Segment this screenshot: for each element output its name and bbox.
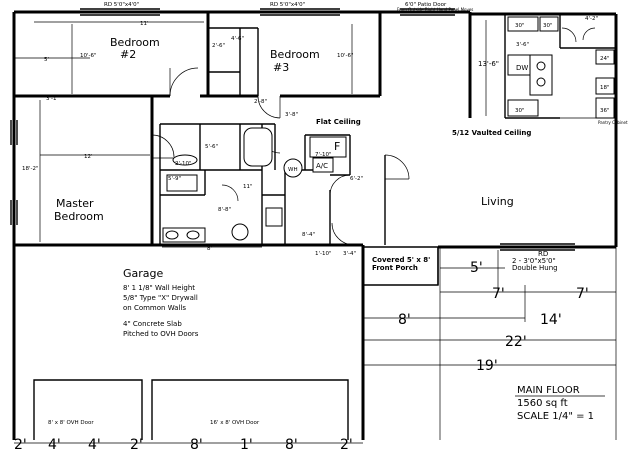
dimension-lines [14,20,617,444]
dim-19: 19' [476,358,498,374]
dim-kitchen-depth: 13'-6" [478,60,499,68]
title-scale: SCALE 1/4" = 1 [517,411,594,422]
room-label-bedroom-2: Bedroom [110,36,160,49]
dim-4-2: 4'-2" [585,16,598,22]
room-label-bedroom-3-num: #3 [273,61,289,74]
dim-counter-18: 18" [600,85,610,91]
dim-counter-30b: 30" [543,23,553,29]
dim-porch-5: 5' [470,260,483,276]
dim-bed2-depth: 10'-6" [80,53,97,59]
dim-bottom-4b: 4' [88,437,101,450]
dim-5-6: 5'-6" [205,144,218,150]
fixtures [162,16,616,243]
dim-bed2-width: 11' [140,21,149,27]
dim-bed3-depth: 10'-6" [337,53,354,59]
dim-counter-36: 36" [600,108,610,114]
dim-left-5: 5' [44,57,49,63]
garage-note-pitch: Pitched to OVH Doors [123,330,199,338]
dim-bottom-1: 1' [240,437,253,450]
dim-5-9: 5'-9" [168,176,181,182]
dim-counter-24: 24" [600,56,610,62]
room-label-garage: Garage [123,267,164,280]
dim-master-width: 12' [84,154,93,160]
fixture-label-dw: DW [516,64,528,72]
dim-3-1: 3'-1" [46,96,59,102]
dim-11: 11" [243,184,253,190]
dim-bottom-2a: 2' [14,437,27,450]
room-label-master-bedroom: Bedroom [54,210,104,223]
dim-pantry: Pantry Cabinet [598,120,628,125]
labels: RD 5'0"x4'0" RD 5'0"x4'0" 6'0" Patio Doo… [14,2,628,450]
dim-3-6: 3'-6" [516,42,529,48]
fixture-label-wh: WH [288,167,298,173]
dim-porch-7a: 7' [492,286,505,302]
window-label-front-rd: RD [538,250,548,258]
dim-2-6: 2'-6" [212,43,225,49]
dim-bottom-2c: 2' [340,437,353,450]
dim-bottom-8a: 8' [190,437,203,450]
dim-bottom-8b: 8' [285,437,298,450]
window-label-rd-1: RD 5'0"x4'0" [104,2,139,8]
dim-4-6: 4'-6" [231,36,244,42]
dim-bath-width: 8' [207,246,212,252]
room-label-master: Master [56,197,94,210]
dim-22: 22' [505,334,527,350]
dim-master-depth: 18'-2" [22,166,39,172]
window-label-front-rd-size: 2 - 3'0"x5'0" [512,257,556,265]
dim-1-10: 1'-10" [315,251,332,257]
title-square-feet: 1560 sq ft [517,398,568,409]
dim-8-4: 8'-4" [302,232,315,238]
room-label-living: Living [481,195,514,208]
window-marks [10,8,575,251]
dim-counter-30a: 30" [515,23,525,29]
ceiling-label-vaulted: 5/12 Vaulted Ceiling [452,129,531,137]
dim-7-10: 7'-10" [315,152,332,158]
garage-note-common-walls: on Common Walls [123,304,186,312]
room-label-bedroom-2-num: #2 [120,48,136,61]
fixture-label-f: F [334,140,340,153]
title-main-floor: MAIN FLOOR [517,385,580,396]
garage-door-right-label: 16' x 8' OVH Door [210,420,260,426]
garage-note-slab: 4" Concrete Slab [123,320,182,328]
fixture-label-ac: A/C [316,162,328,170]
garage-note-wall-height: 8' 1 1/8" Wall Height [123,284,195,292]
room-label-bedroom-3: Bedroom [270,48,320,61]
window-label-rd-2: RD 5'0"x4'0" [270,2,305,8]
ceiling-label-flat: Flat Ceiling [316,118,361,126]
dim-bottom-2b: 2' [130,437,143,450]
exterior-walls [12,10,618,440]
dim-8: 8' [398,312,411,328]
dim-8-8: 8'-8" [218,207,231,213]
dim-counter-30c: 30" [515,108,525,114]
dim-2-8: 2'-8" [254,99,267,105]
garage-door-left-label: 8' x 8' OVH Door [48,420,94,426]
window-label-front-rd-type: Double Hung [512,264,558,272]
dim-6-2: 6'-2" [350,176,363,182]
window-label-patio-door: 6'0" Patio Door [405,2,447,8]
dim-3-8: 3'-8" [285,112,298,118]
garage-doors [33,379,349,440]
porch-label-size: Covered 5' x 8' [372,256,430,264]
porch-label-name: Front Porch [372,264,418,272]
dim-2-10: 2'-10" [175,161,192,167]
garage-note-drywall: 5/8" Type "X" Drywall [123,294,198,302]
window-label-patio-door-note: From Outside Right Hand Panel Moves [397,7,473,12]
dim-bottom-4a: 4' [48,437,61,450]
dim-14: 14' [540,312,562,328]
dim-3-4: 3'-4" [343,251,356,257]
dim-porch-7b: 7' [576,286,589,302]
